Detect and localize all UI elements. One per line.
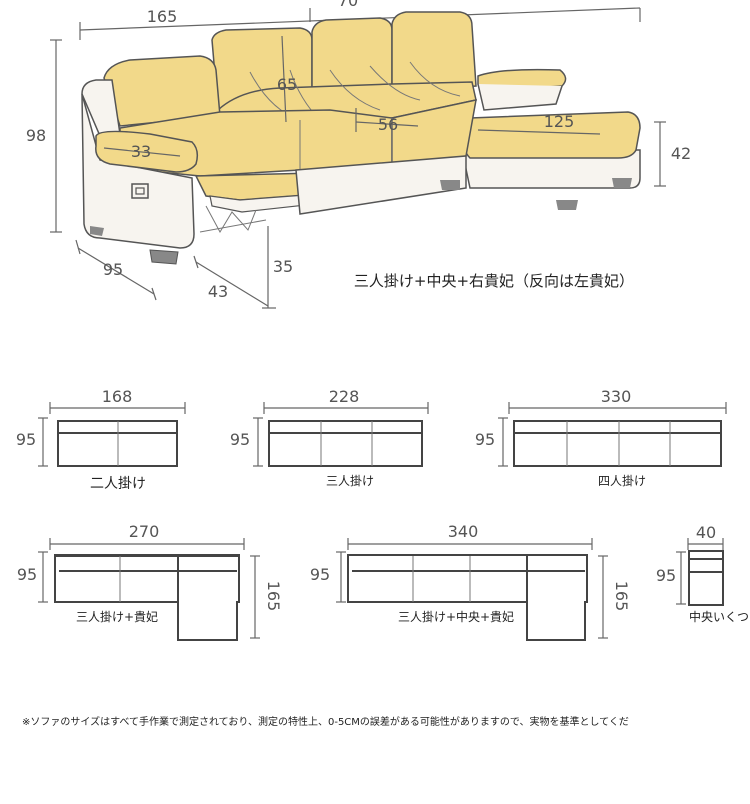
diagram-label: 三人掛け+貴妃 (76, 609, 158, 624)
diagram-two-seater: 168 95 二人掛け (16, 387, 186, 492)
diagram-three-seater-chaise: 270 95 165 三人掛け+貴妃 (17, 522, 283, 641)
diagram-width-label: 330 (601, 387, 632, 406)
sofa-illustration: 165 70 98 65 33 56 125 42 95 43 35 (26, 0, 691, 309)
diagram-width-label: 270 (129, 522, 160, 541)
diagram-width-label: 228 (329, 387, 360, 406)
dim-leg-gap-label: 43 (208, 282, 228, 301)
diagram-label: 三人掛け (326, 473, 374, 488)
dim-height-label: 98 (26, 126, 46, 145)
diagram-depth-label: 95 (475, 430, 495, 449)
diagram-depth-label: 95 (16, 430, 36, 449)
diagram-three-seater-middle-chaise: 340 95 165 三人掛け+中央+貴妃 (310, 522, 631, 641)
diagram-depth-label: 95 (17, 565, 37, 584)
diagram-label: 四人掛け (598, 473, 646, 488)
dim-arm-label: 33 (131, 142, 151, 161)
diagram-chaise-label: 165 (264, 581, 283, 612)
diagram-depth-label: 95 (310, 565, 330, 584)
diagram-three-seater: 228 95 三人掛け (230, 387, 429, 488)
measurement-footnote: ※ソファのサイズはすべて手作業で測定されており、測定の特性上、0-5CMの誤差が… (22, 715, 629, 728)
diagram-middle-unit: 40 95 中央いくつ (656, 523, 749, 624)
diagram-label: 中央いくつ (689, 609, 749, 624)
dim-chaise-length-label: 125 (544, 112, 575, 131)
diagram-chaise-label: 165 (612, 581, 631, 612)
diagram-width-label: 40 (696, 523, 716, 542)
diagram-four-seater: 330 95 四人掛け (475, 387, 727, 488)
diagram-label: 三人掛け+中央+貴妃 (398, 609, 514, 624)
hero-caption: 三人掛け+中央+右貴妃（反向は左貴妃） (354, 272, 634, 290)
dim-width-left-label: 165 (147, 7, 178, 26)
dim-seat-depth-label: 56 (378, 115, 398, 134)
dim-depth-label: 95 (103, 260, 123, 279)
diagram-label: 二人掛け (90, 476, 146, 492)
diagram-depth-label: 95 (656, 566, 676, 585)
diagram-width-label: 168 (102, 387, 133, 406)
dim-chaise-height-label: 42 (671, 144, 691, 163)
dim-headrest-label: 65 (277, 75, 297, 94)
dim-width-mid-label: 70 (338, 0, 358, 10)
diagram-width-label: 340 (448, 522, 479, 541)
diagram-depth-label: 95 (230, 430, 250, 449)
dim-seat-height-label: 35 (273, 257, 293, 276)
